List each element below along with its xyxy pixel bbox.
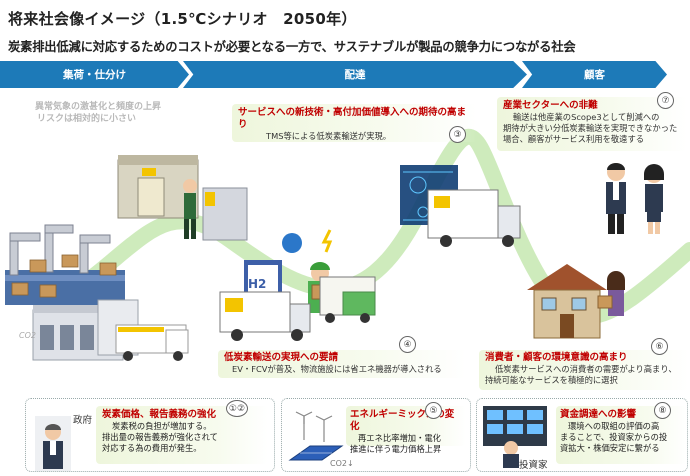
card-low-carbon: 低炭素輸送の実現への要請 EV・FCVが普及、物流施設には省エネ機器が導入される [218,350,466,378]
card-body: TMS等による低炭素輸送が実現。 [266,131,392,141]
energy-co2-label: CO2↓ [330,459,354,468]
card-body-3: 場合、顧客がサービス利用を敬遠する [503,134,645,144]
investor-icon [483,406,547,468]
card-head: 消費者・顧客の環境意識の高まり [485,352,628,363]
risk-note-line2: リスクは相対的に小さい [37,114,137,124]
government-card: 炭素価格、報告義務の強化 炭素税の負担が増加する。 排出量の報告義務が強化されて… [96,406,268,464]
depot-illustration [117,155,248,241]
card-body-1: 環境への取組の評価の高 [568,421,660,431]
card-body: EV・FCVが普及、物流施設には省エネ機器が導入される [232,364,442,374]
page-title: 将来社会像イメージ（1.5℃シナリオ 2050年） [8,10,357,28]
warehouse-illustration [32,299,189,361]
card-head: エネルギーミックスの変化 [350,409,455,432]
card-body-3: 資拡大・株価安定に繋がる [560,443,660,453]
card-body-2: まることで、投資家からの投 [560,432,668,442]
risk-note-line1: 異常気象の激甚化と頻度の上昇 [35,102,162,112]
energy-card: エネルギーミックスの変化 再エネ比率増加・電化 推進に伴う電力価格上昇 [346,406,466,454]
renewable-energy-icon [288,411,344,461]
government-label: 政府 [73,415,93,426]
phase-label: 集荷・仕分け [63,69,126,81]
badge-4: ④ [399,336,416,353]
risk-note: 異常気象の激甚化と頻度の上昇 リスクは相対的に小さい [35,101,161,125]
card-head: 炭素価格、報告義務の強化 [102,409,217,420]
card-head: 産業セクターへの非難 [503,100,598,111]
factory-co2-label: CO2 [19,331,36,340]
badge-6: ⑥ [651,338,668,355]
government-person-icon [35,416,71,471]
card-body-1: 低炭素サービスへの消費者の需要がより高まり、 [495,364,677,374]
investor-label: 投資家 [519,460,548,471]
house-customer-illustration [527,264,625,339]
badge-3: ③ [449,126,466,143]
card-consumer: 消費者・顧客の環境意識の高まり 低炭素サービスへの消費者の需要がより高まり、 持… [479,350,689,390]
badge-5: ⑤ [425,402,442,419]
phase-delivery: 配達 [183,61,527,88]
card-body-1: 再エネ比率増加・電化 [358,433,441,443]
factory-robots-illustration [5,224,125,305]
phase-label: 配達 [344,69,366,81]
card-head: 資金調達への影響 [560,409,637,420]
card-body-2: 推進に伴う電力価格上昇 [350,444,442,454]
ev-trucks-illustration [219,276,376,341]
card-head: サービスへの新技術・高付加価値導入への期待の高まり [238,107,467,130]
phase-label: 顧客 [584,69,605,81]
card-head: 低炭素輸送の実現への要請 [224,352,339,363]
page-subtitle: 炭素排出低減に対応するためのコストが必要となる一方で、サステナブルが製品の競争力… [8,40,576,54]
badge-8: ⑧ [654,402,671,419]
card-body-1: 輸送は他産業のScope3として削減への [513,112,660,122]
card-body-3: 対応する為の費用が発生。 [102,443,202,453]
card-body-2: 期待が大きい分低炭素輸送を実現できなかった [503,123,678,133]
card-criticism: 産業セクターへの非難 輸送は他産業のScope3として削減への 期待が大きい分低… [497,97,687,151]
business-customers-illustration [606,163,664,234]
phase-customer: 顧客 [522,61,667,88]
card-body-2: 持続可能なサービスを積極的に選択 [485,375,618,385]
card-technology: サービスへの新技術・高付加価値導入への期待の高まり TMS等による低炭素輸送が実… [232,104,477,142]
digital-truck-illustration [400,165,521,247]
card-body-2: 排出量の報告義務が強化されて [102,432,218,442]
phase-collection: 集荷・仕分け [0,61,189,88]
card-body-1: 炭素税の負担が増加する。 [112,421,212,431]
badge-1-2: ①② [226,400,248,417]
badge-7: ⑦ [657,92,674,109]
h2-label: H2 [248,277,267,291]
